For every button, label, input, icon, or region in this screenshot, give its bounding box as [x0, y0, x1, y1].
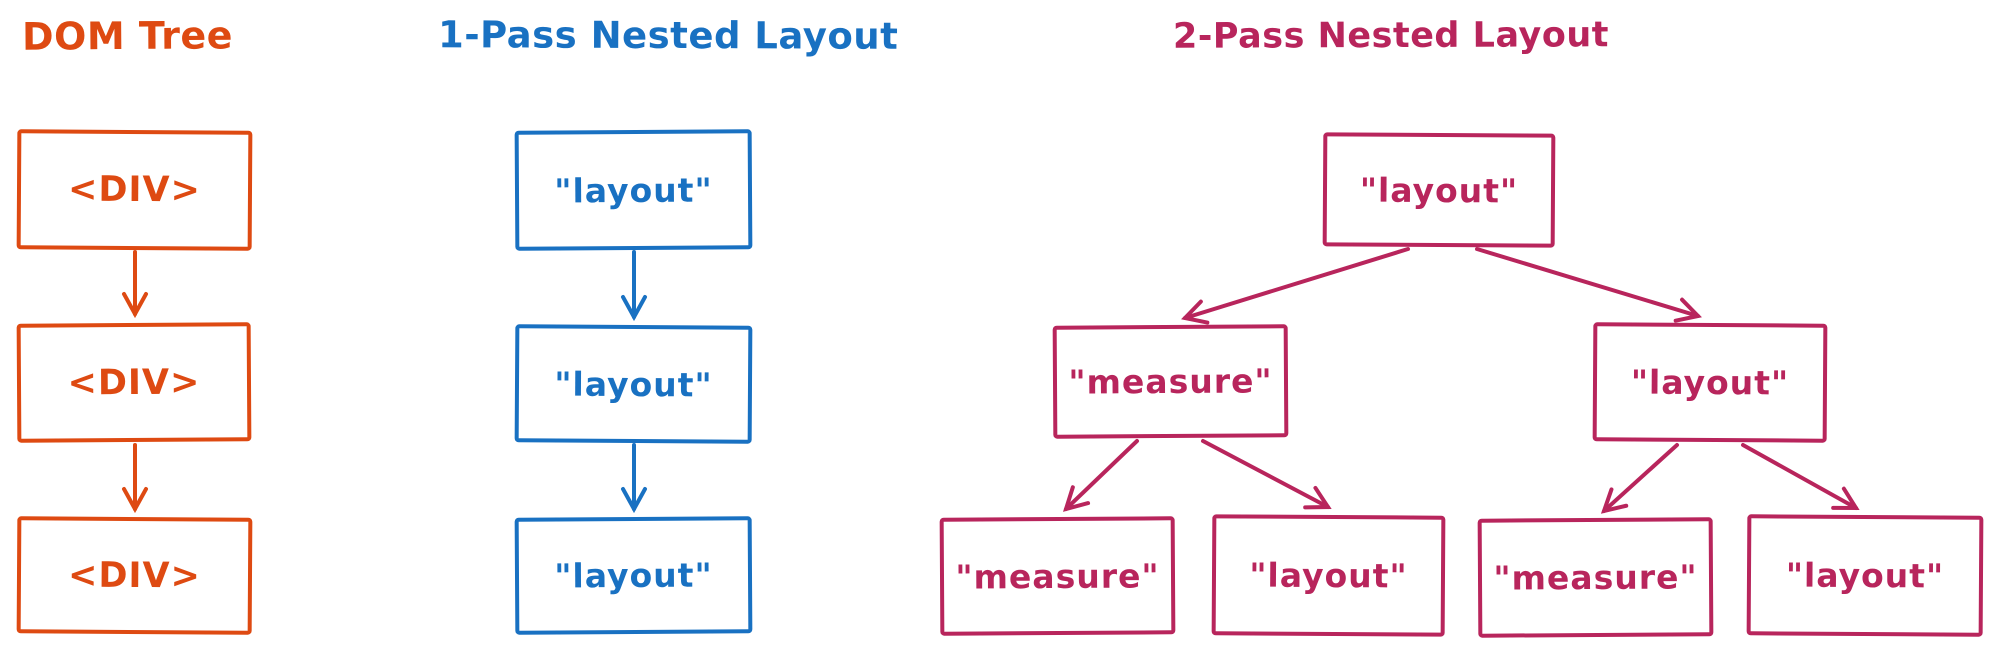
dom-node-box: <DIV> — [16, 129, 253, 251]
arrow — [1063, 439, 1139, 512]
node-label: "measure" — [1068, 361, 1273, 402]
arrow — [1181, 247, 1410, 325]
tree-leaf-box: "layout" — [1211, 514, 1446, 637]
tree-leaf-box: "measure" — [939, 516, 1176, 636]
node-label: "layout" — [1785, 555, 1945, 596]
tree-mid-right-box: "layout" — [1592, 322, 1828, 443]
node-label: "layout" — [1630, 362, 1790, 403]
tree-leaf-box: "layout" — [1746, 514, 1984, 637]
tree-mid-left-box: "measure" — [1052, 324, 1289, 439]
layout-node-box: "layout" — [514, 516, 753, 635]
node-label: <DIV> — [67, 362, 201, 403]
dom-node-box: <DIV> — [16, 322, 252, 443]
layout-node-box: "layout" — [514, 324, 753, 444]
section-title-1pass: 1-Pass Nested Layout — [437, 13, 899, 58]
section-title-dom-tree: DOM Tree — [21, 13, 234, 59]
node-label: "layout" — [554, 170, 713, 210]
layout-node-box: "layout" — [514, 129, 753, 251]
node-label: "measure" — [955, 555, 1160, 597]
node-label: "layout" — [554, 555, 713, 596]
node-label: "layout" — [554, 364, 713, 404]
node-label: "layout" — [1249, 555, 1408, 596]
node-label: "layout" — [1359, 170, 1519, 210]
dom-node-box: <DIV> — [16, 516, 253, 635]
arrow — [1201, 439, 1332, 510]
arrow — [1741, 443, 1860, 511]
arrow — [1475, 247, 1702, 323]
section-title-2pass: 2-Pass Nested Layout — [1172, 15, 1610, 57]
arrow — [1600, 443, 1679, 514]
node-label: "measure" — [1493, 557, 1698, 598]
node-label: <DIV> — [67, 169, 202, 211]
node-label: <DIV> — [67, 555, 202, 596]
tree-root-box: "layout" — [1322, 132, 1556, 248]
tree-leaf-box: "measure" — [1477, 517, 1714, 638]
